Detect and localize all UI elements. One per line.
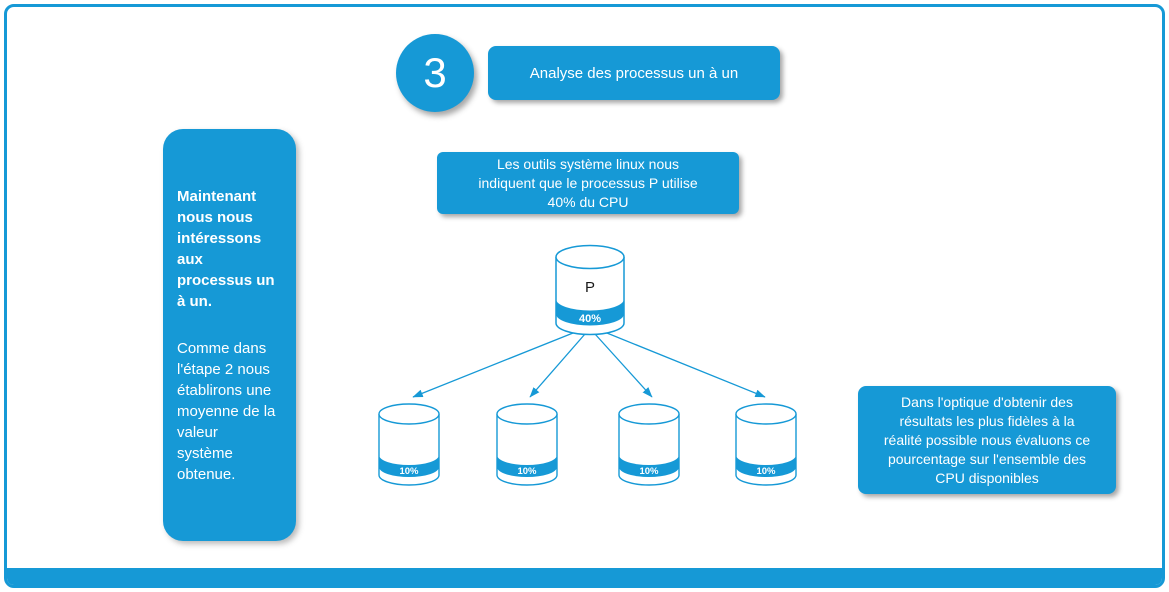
cylinder-icon: P 40%	[555, 244, 625, 336]
cpu-cylinder-4: 10%	[734, 403, 798, 492]
process-label: P	[585, 279, 595, 296]
bottom-accent-bar	[7, 568, 1162, 585]
arrow-p-to-cpu-2	[529, 333, 586, 398]
cpu-usage-note-text: Les outils système linux nous indiquent …	[478, 155, 698, 210]
left-note-intro: Maintenant nous nous intéressons aux pro…	[177, 187, 275, 310]
cpu-cylinder-3: 10%	[617, 403, 681, 492]
cylinder-icon: 10%	[496, 403, 558, 486]
methodology-note-text: Dans l'optique d'obtenir des résultats l…	[883, 393, 1091, 486]
cpu-usage: 10%	[639, 466, 659, 477]
cpu-usage: 10%	[756, 466, 776, 477]
left-note-panel: Maintenant nous nous intéressons aux pro…	[163, 129, 296, 541]
slide-frame: 3 Analyse des processus un à un Maintena…	[4, 4, 1165, 588]
cylinder-icon: 10%	[378, 403, 440, 486]
step-title: Analyse des processus un à un	[529, 64, 739, 82]
arrow-p-to-cpu-4	[601, 330, 766, 398]
cpu-cylinder-2: 10%	[495, 403, 559, 492]
process-usage: 40%	[579, 313, 601, 325]
arrow-p-to-cpu-3	[594, 333, 653, 398]
step-number-badge: 3	[396, 34, 474, 112]
cpu-usage: 10%	[399, 466, 419, 477]
methodology-note: Dans l'optique d'obtenir des résultats l…	[858, 386, 1116, 494]
cylinder-icon: 10%	[735, 403, 797, 486]
step-title-box: Analyse des processus un à un	[488, 46, 780, 100]
cylinder-icon: 10%	[618, 403, 680, 486]
left-note-body: Comme dans l'étape 2 nous établirons une…	[177, 339, 276, 483]
cpu-usage-note: Les outils système linux nous indiquent …	[437, 152, 739, 214]
process-p-cylinder: P 40%	[554, 244, 626, 341]
cpu-cylinder-1: 10%	[377, 403, 441, 492]
step-number: 3	[423, 49, 447, 96]
cpu-usage: 10%	[517, 466, 537, 477]
